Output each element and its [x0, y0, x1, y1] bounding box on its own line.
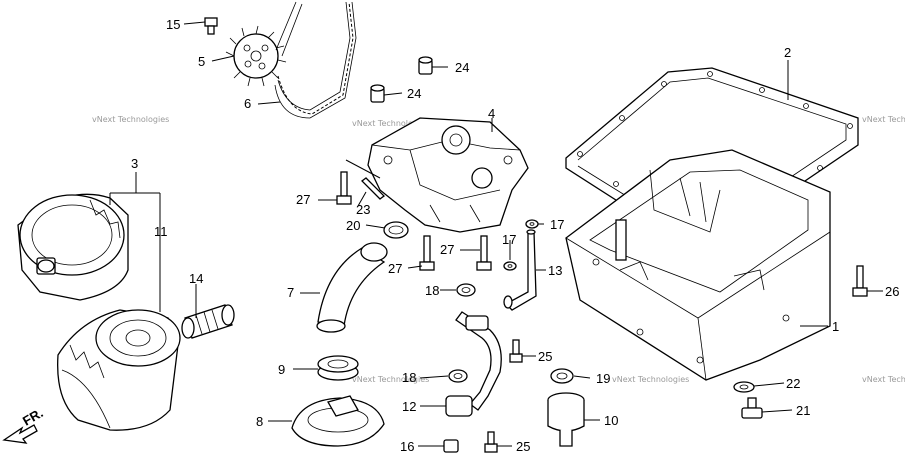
- callout-27-left: 27: [296, 192, 310, 207]
- callout-labels: 15 5 6 3 11 14 4 2 24 24 27 23 20 7 27 2…: [131, 17, 899, 454]
- pipe-bolt: [484, 431, 498, 453]
- callout-24-lower: 24: [407, 86, 421, 101]
- watermark: vNext Technologies: [862, 115, 905, 124]
- oil-pipe-a: [445, 311, 502, 417]
- callout-2: 2: [784, 45, 791, 60]
- sealing-washer: [456, 283, 476, 297]
- callout-12: 12: [402, 399, 416, 414]
- front-label: FR.: [20, 405, 46, 428]
- callout-26: 26: [885, 284, 899, 299]
- oil-pump-sprocket: [225, 25, 287, 87]
- oil-pump-assembly: [367, 117, 529, 233]
- flange-bolt: [336, 171, 352, 205]
- flange-bolt: [476, 235, 492, 271]
- watermark: vNext Technologies: [612, 375, 689, 384]
- callout-25-upper: 25: [538, 349, 552, 364]
- callout-10: 10: [604, 413, 618, 428]
- o-ring: [383, 221, 409, 239]
- callout-22: 22: [786, 376, 800, 391]
- callout-18-upper: 18: [425, 283, 439, 298]
- callout-24-upper: 24: [455, 60, 469, 75]
- callout-27-right: 27: [440, 242, 454, 257]
- callout-3: 3: [131, 156, 138, 171]
- callout-16: 16: [400, 439, 414, 454]
- callout-17-left: 17: [502, 232, 516, 247]
- oil-filter-upper: [17, 193, 129, 301]
- o-ring-washer: [550, 368, 574, 384]
- callout-6: 6: [244, 96, 251, 111]
- callout-19: 19: [596, 371, 610, 386]
- watermark: vNext Technologies: [352, 119, 429, 128]
- sprocket-bolt: [204, 17, 218, 35]
- oil-pump-chain: [274, 1, 357, 119]
- callout-15: 15: [166, 17, 180, 32]
- sealing-washer: [448, 369, 468, 383]
- front-direction-indicator: FR.: [2, 405, 46, 444]
- callout-13: 13: [548, 263, 562, 278]
- callout-7: 7: [287, 285, 294, 300]
- oil-filter-lower: [57, 309, 181, 431]
- drain-bolt-washer: [733, 381, 755, 393]
- callout-18-lower: 18: [402, 370, 416, 385]
- callout-5: 5: [198, 54, 205, 69]
- dowel-pin: [361, 177, 385, 200]
- collar-lower: [370, 84, 385, 103]
- oil-filter-nipple: [181, 304, 235, 339]
- drain-bolt: [741, 397, 763, 419]
- callout-21: 21: [796, 403, 810, 418]
- oil-strainer-pipe: [316, 242, 388, 333]
- hex-bolt: [443, 439, 459, 453]
- callout-20: 20: [346, 218, 360, 233]
- oil-strainer: [291, 395, 385, 447]
- watermark: vNext Technologies: [92, 115, 169, 124]
- pipe-bolt: [509, 339, 523, 363]
- collar-upper: [418, 56, 433, 75]
- watermark: vNext Technologies: [862, 375, 905, 384]
- callout-25-lower: 25: [516, 439, 530, 454]
- oil-pipe-b: [503, 229, 537, 311]
- oil-pan-bolt: [852, 265, 868, 297]
- oil-pressure-switch: [547, 392, 585, 447]
- callout-4: 4: [488, 106, 495, 121]
- callout-17-right: 17: [550, 217, 564, 232]
- oil-pan: [565, 149, 831, 381]
- leader-lines: [135, 21, 883, 447]
- small-washer: [525, 219, 539, 229]
- small-washer: [503, 261, 517, 271]
- callout-14: 14: [189, 271, 203, 286]
- flange-bolt: [419, 235, 435, 271]
- callout-11: 11: [154, 224, 168, 239]
- callout-9: 9: [278, 362, 285, 377]
- callout-27-center: 27: [388, 261, 402, 276]
- strainer-seal: [317, 355, 359, 381]
- watermark: vNext Technologies: [352, 375, 429, 384]
- callout-1: 1: [832, 319, 839, 334]
- callout-8: 8: [256, 414, 263, 429]
- callout-23: 23: [356, 202, 370, 217]
